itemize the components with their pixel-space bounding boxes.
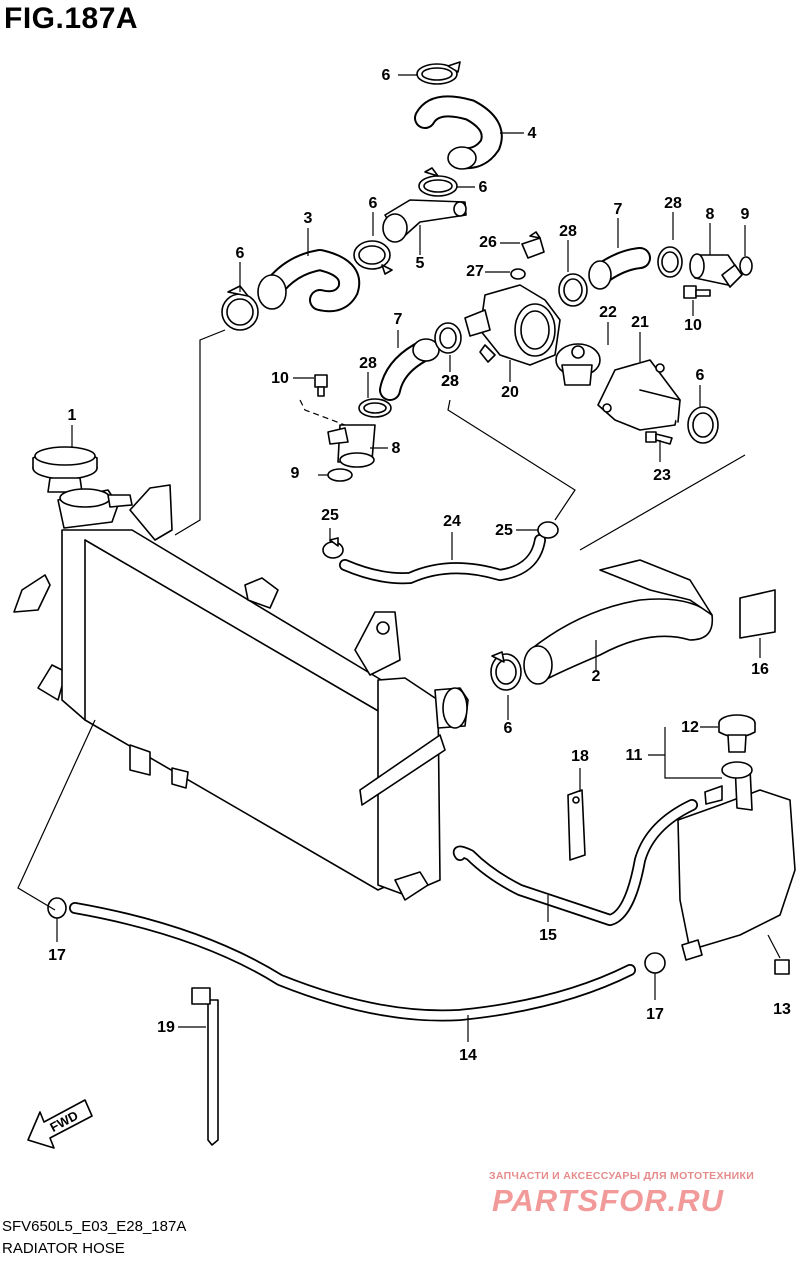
bolt-23: [645, 431, 673, 445]
callout-number: 23: [653, 467, 671, 484]
callout-number: 27: [466, 263, 484, 280]
watermark-brand: PARTSFOR.RU: [492, 1183, 725, 1218]
hose-24: [339, 534, 546, 585]
callout-numbers: 6 4 6 3 6 5 26 28 7 28 8 9 27 6 28 10 7 …: [48, 67, 791, 1064]
fitting-8-a: [689, 253, 743, 288]
dashed-lines: [17, 329, 746, 911]
hose-2: [523, 559, 714, 685]
label-16: [739, 589, 776, 639]
callout-number: 28: [664, 195, 682, 212]
callout-number: 24: [443, 513, 461, 530]
washer-27: [510, 268, 526, 280]
hose-15: [452, 799, 698, 926]
callout-number: 26: [479, 234, 497, 251]
callout-leaders: [56, 74, 781, 1042]
radiator-cap: [32, 446, 133, 529]
callout-number: 16: [751, 661, 769, 678]
callout-number: 6: [504, 720, 513, 737]
callout-number: 18: [571, 748, 589, 765]
sensor-26: [521, 231, 545, 259]
callout-number: 14: [459, 1047, 477, 1064]
hose-14: [69, 902, 636, 1022]
callout-number: 11: [626, 747, 643, 764]
hose-7-a: [588, 247, 651, 290]
bolt-10-b: [314, 374, 328, 397]
callout-number: 4: [528, 125, 537, 142]
cable-tie-19: [191, 987, 219, 1146]
callout-number: 28: [441, 373, 459, 390]
callout-number: 9: [741, 206, 750, 223]
clamp-18: [567, 789, 586, 861]
clamp-25-b: [537, 521, 559, 539]
clamp-6-f: [490, 651, 522, 691]
callout-number: 22: [599, 304, 617, 321]
watermark-caption: ЗАПЧАСТИ И АКСЕССУАРЫ ДЛЯ МОТОТЕХНИКИ: [489, 1170, 755, 1182]
fwd-arrow-icon: FWD: [27, 1099, 93, 1149]
callout-number: 10: [271, 370, 289, 387]
callout-number: 2: [592, 668, 601, 685]
model-code: SFV650L5_E03_E28_187A: [2, 1218, 187, 1235]
callout-number: 15: [539, 927, 557, 944]
reservoir-cap-12: [718, 714, 756, 753]
fitting-8-b: [327, 424, 376, 468]
hose-7-b: [379, 338, 440, 401]
callout-number: 6: [236, 245, 245, 262]
callout-number: 6: [696, 367, 705, 384]
clamp-28-d: [358, 398, 392, 418]
clamp-6-c: [353, 240, 393, 275]
clamp-28-b: [657, 246, 683, 278]
callout-number: 6: [369, 195, 378, 212]
radiator: [13, 484, 469, 901]
hose-3: [257, 249, 361, 313]
oring-9-a: [739, 256, 753, 276]
reservoir-tank: [677, 761, 796, 961]
callout-number: 17: [646, 1006, 664, 1023]
clamp-28-c: [434, 322, 462, 354]
clamp-6-e: [687, 406, 719, 444]
callout-number: 28: [359, 355, 377, 372]
callout-number: 1: [68, 407, 77, 424]
clamp-6-b: [418, 167, 458, 197]
clamp-28-a: [558, 273, 588, 307]
bolt-13: [774, 959, 790, 975]
callout-number: 17: [48, 947, 66, 964]
pipe-5: [382, 199, 467, 243]
callout-number: 3: [304, 210, 313, 227]
oring-9-b: [327, 468, 353, 482]
callout-number: 8: [392, 440, 401, 457]
thermostat-housing-20: [464, 284, 561, 366]
callout-number: 10: [684, 317, 702, 334]
cover-21: [597, 359, 681, 431]
callout-number: 19: [157, 1019, 175, 1036]
callout-number: 7: [394, 311, 403, 328]
callout-number: 28: [559, 223, 577, 240]
callout-number: 28: [441, 373, 459, 390]
clamp-17-b: [644, 952, 666, 974]
callout-number: 7: [614, 201, 623, 218]
bolt-10-a: [683, 285, 711, 299]
callout-number: 9: [291, 465, 300, 482]
clamp-6-d: [221, 285, 259, 331]
clamp-6-top: [416, 61, 461, 85]
figure-title: FIG.187A: [4, 2, 139, 35]
callout-number: 25: [321, 507, 339, 524]
callout-number: 25: [495, 522, 513, 539]
callout-number: 13: [773, 1001, 791, 1018]
thermostat-22: [555, 343, 601, 386]
callout-number: 5: [416, 255, 425, 272]
callout-number: 21: [631, 314, 649, 331]
callout-number: 20: [501, 384, 519, 401]
callout-number: 12: [681, 719, 699, 736]
callout-number: 6: [479, 179, 488, 196]
hose-4: [414, 95, 503, 170]
callout-number: 6: [382, 67, 391, 84]
figure-name: RADIATOR HOSE: [2, 1240, 125, 1257]
callout-number: 8: [706, 206, 715, 223]
clamp-25-a: [322, 537, 344, 559]
